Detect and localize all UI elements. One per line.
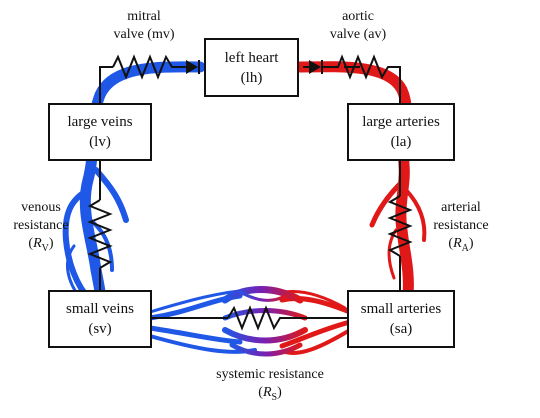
left-heart-label: left heart (224, 49, 279, 66)
small-veins-label: small veins (66, 301, 134, 317)
circuit-wires (99, 66, 401, 319)
aortic-resistor (322, 54, 392, 80)
mitral-diode-icon (186, 60, 200, 74)
arterial-resistance-line1: arterial (441, 200, 481, 215)
large-veins-abbrev: (lv) (89, 134, 111, 150)
venous-resistor (87, 199, 113, 269)
large-arteries-box: large arteries (la) (347, 103, 455, 161)
systemic-resistance-symbol: (RS) (258, 385, 282, 403)
mitral-valve-line1: mitral (127, 9, 161, 24)
large-arteries-abbrev: (la) (390, 134, 412, 150)
systemic-resistance-label: systemic resistance (RS) (180, 366, 360, 407)
venous-resistance-line1: venous (21, 200, 61, 215)
small-arteries-label: small arteries (360, 301, 442, 317)
systemic-resistance-line1: systemic resistance (216, 367, 324, 382)
left-heart-box: left heart (lh) (204, 38, 299, 97)
venous-resistance-label: venous resistance (RV) (4, 199, 78, 258)
small-arteries-box: small arteries (sa) (347, 290, 455, 348)
large-veins-box: large veins (lv) (48, 103, 152, 161)
small-arteries-abbrev: (sa) (389, 321, 413, 337)
small-veins-abbrev: (sv) (88, 321, 112, 337)
aortic-valve-line1: aortic (342, 9, 374, 24)
arterial-resistance-symbol: (RA) (448, 236, 474, 254)
systemic-resistor (227, 305, 282, 331)
large-arteries-label: large arteries (362, 114, 440, 130)
mitral-valve-line2: valve (mv) (113, 27, 175, 42)
mitral-resistor (112, 54, 177, 80)
mitral-valve-label: mitral valve (mv) (96, 8, 192, 44)
venous-resistance-symbol: (RV) (28, 236, 54, 254)
capillary-bed (221, 286, 308, 357)
large-veins-label: large veins (67, 114, 133, 130)
arterial-resistance-line2: resistance (433, 218, 489, 233)
venous-resistance-line2: resistance (13, 218, 69, 233)
arterial-resistor (387, 195, 413, 257)
small-veins-box: small veins (sv) (48, 290, 152, 348)
arterial-resistance-label: arterial resistance (RA) (424, 199, 498, 258)
left-heart-abbrev: (lh) (240, 69, 263, 86)
aortic-valve-line2: valve (av) (329, 27, 387, 42)
aortic-valve-label: aortic valve (av) (310, 8, 406, 44)
